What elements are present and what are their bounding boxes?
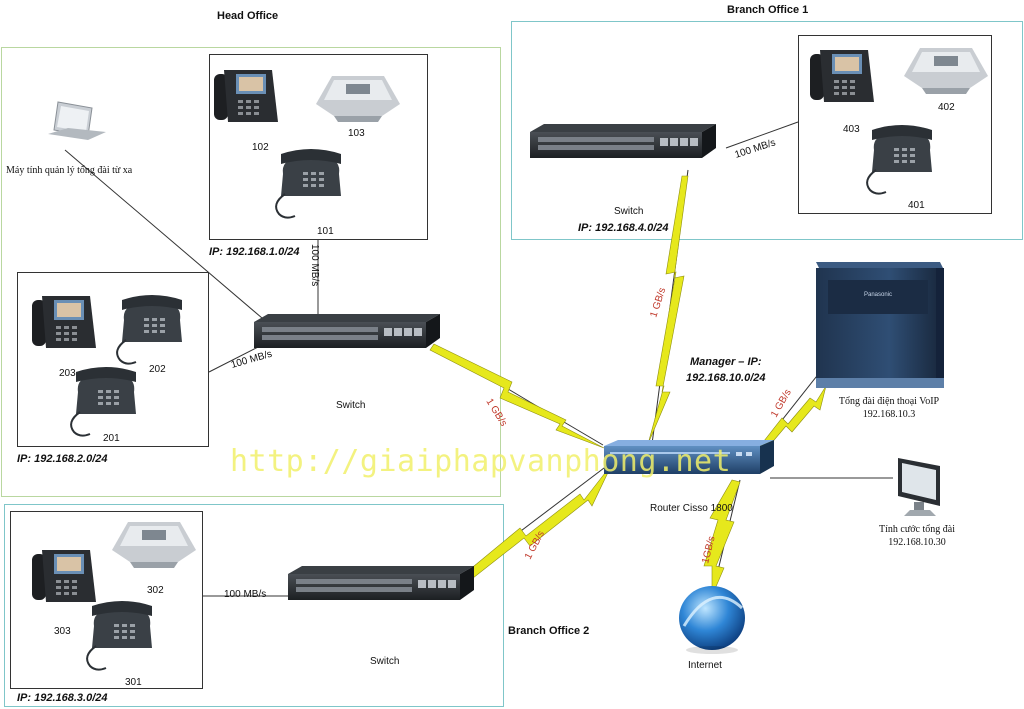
wan-label-pbx: 1 GB/s bbox=[769, 388, 794, 420]
head-office-zone bbox=[1, 47, 501, 497]
ext-402: 402 bbox=[938, 102, 955, 113]
router-label: Router Cisso 1800 bbox=[650, 503, 733, 514]
head-office-title: Head Office bbox=[217, 10, 279, 22]
ext-102: 102 bbox=[252, 142, 269, 153]
desk-phone-201 bbox=[70, 366, 137, 437]
branch1-ip: IP: 192.168.4.0/24 bbox=[578, 222, 669, 234]
wan-label-head: 1 GB/s bbox=[483, 397, 509, 429]
pbx-brand: Panasonic bbox=[864, 292, 892, 298]
ext-301: 301 bbox=[125, 677, 142, 688]
ext-201: 201 bbox=[103, 433, 120, 444]
branch1-phone-box bbox=[798, 35, 992, 214]
ip-video-phone-403 bbox=[810, 50, 874, 102]
ext-403: 403 bbox=[843, 124, 860, 135]
branch1-switch bbox=[530, 124, 716, 158]
branch2-switch bbox=[288, 566, 474, 600]
conference-phone-402 bbox=[904, 48, 988, 94]
ext-303: 303 bbox=[54, 626, 71, 637]
desk-phone-202 bbox=[116, 294, 183, 365]
desk-phone-101 bbox=[275, 148, 342, 219]
pbx-label: Tổng đài điện thoại VoIP bbox=[838, 396, 940, 407]
conference-phone-103 bbox=[316, 76, 400, 122]
wan-bolt-internet bbox=[703, 479, 741, 597]
ext-202: 202 bbox=[149, 364, 166, 375]
branch-office-2-title: Branch Office 2 bbox=[508, 625, 590, 637]
watermark-url: http://giaiphapvanphong.net bbox=[230, 444, 732, 479]
branch2-phone-box bbox=[10, 511, 203, 689]
internet-globe-icon bbox=[679, 586, 745, 654]
remote-admin-laptop bbox=[47, 101, 107, 141]
wan-bolt-branch2 bbox=[461, 463, 613, 583]
branch2-switch-label: Switch bbox=[370, 656, 400, 667]
ext-203: 203 bbox=[59, 368, 76, 379]
branch-office-1-title: Branch Office 1 bbox=[727, 4, 809, 16]
ext-302: 302 bbox=[147, 585, 164, 596]
ext-401: 401 bbox=[908, 200, 925, 211]
head-phone-box-1 bbox=[209, 54, 428, 240]
branch2-link-label: 100 MB/s bbox=[224, 589, 267, 600]
pbx-cabinet: Panasonic bbox=[816, 262, 944, 388]
branch-office-2-zone bbox=[4, 504, 504, 707]
wan-label-branch2: 1 GB/s bbox=[523, 529, 547, 561]
wan-bolt-pbx bbox=[759, 385, 827, 453]
head-group-2-ip: IP: 192.168.2.0/24 bbox=[17, 453, 108, 465]
lan-label-head-up: 100 MB/s bbox=[309, 244, 320, 286]
pbx-ip: 192.168.10.3 bbox=[862, 409, 916, 420]
conference-phone-302 bbox=[112, 522, 196, 568]
internet-label: Internet bbox=[688, 660, 722, 671]
ip-video-phone-203 bbox=[32, 296, 96, 348]
desk-phone-401 bbox=[866, 124, 933, 195]
remote-pc-label: Máy tính quản lý tổng đài từ xa bbox=[6, 165, 133, 176]
lan-label-head-left: 100 MB/s bbox=[230, 349, 274, 371]
lan-label-branch1: 100 MB/s bbox=[734, 137, 778, 161]
manager-ip: 192.168.10.0/24 bbox=[686, 372, 766, 384]
branch1-switch-label: Switch bbox=[614, 206, 644, 217]
billing-monitor bbox=[898, 458, 940, 516]
head-phone-box-2 bbox=[17, 272, 209, 447]
branch2-ip: IP: 192.168.3.0/24 bbox=[17, 692, 108, 704]
router-cisco-1800 bbox=[604, 440, 774, 474]
billing-label: Tính cước tổng đài bbox=[879, 524, 955, 535]
branch-office-1-zone bbox=[511, 21, 1023, 240]
wan-label-branch1: 1 GB/s bbox=[648, 286, 668, 318]
billing-ip: 192.168.10.30 bbox=[888, 537, 946, 548]
ext-101: 101 bbox=[317, 226, 334, 237]
head-group-1-ip: IP: 192.168.1.0/24 bbox=[209, 246, 300, 258]
ip-video-phone-303 bbox=[32, 550, 96, 602]
head-switch-label: Switch bbox=[336, 400, 366, 411]
wan-bolt-branch1 bbox=[647, 175, 689, 445]
head-office-switch bbox=[254, 314, 440, 348]
ip-video-phone-102 bbox=[214, 70, 278, 122]
ext-103: 103 bbox=[348, 128, 365, 139]
wan-bolt-head bbox=[429, 343, 605, 449]
desk-phone-301 bbox=[86, 600, 153, 671]
manager-title: Manager – IP: bbox=[690, 356, 762, 368]
